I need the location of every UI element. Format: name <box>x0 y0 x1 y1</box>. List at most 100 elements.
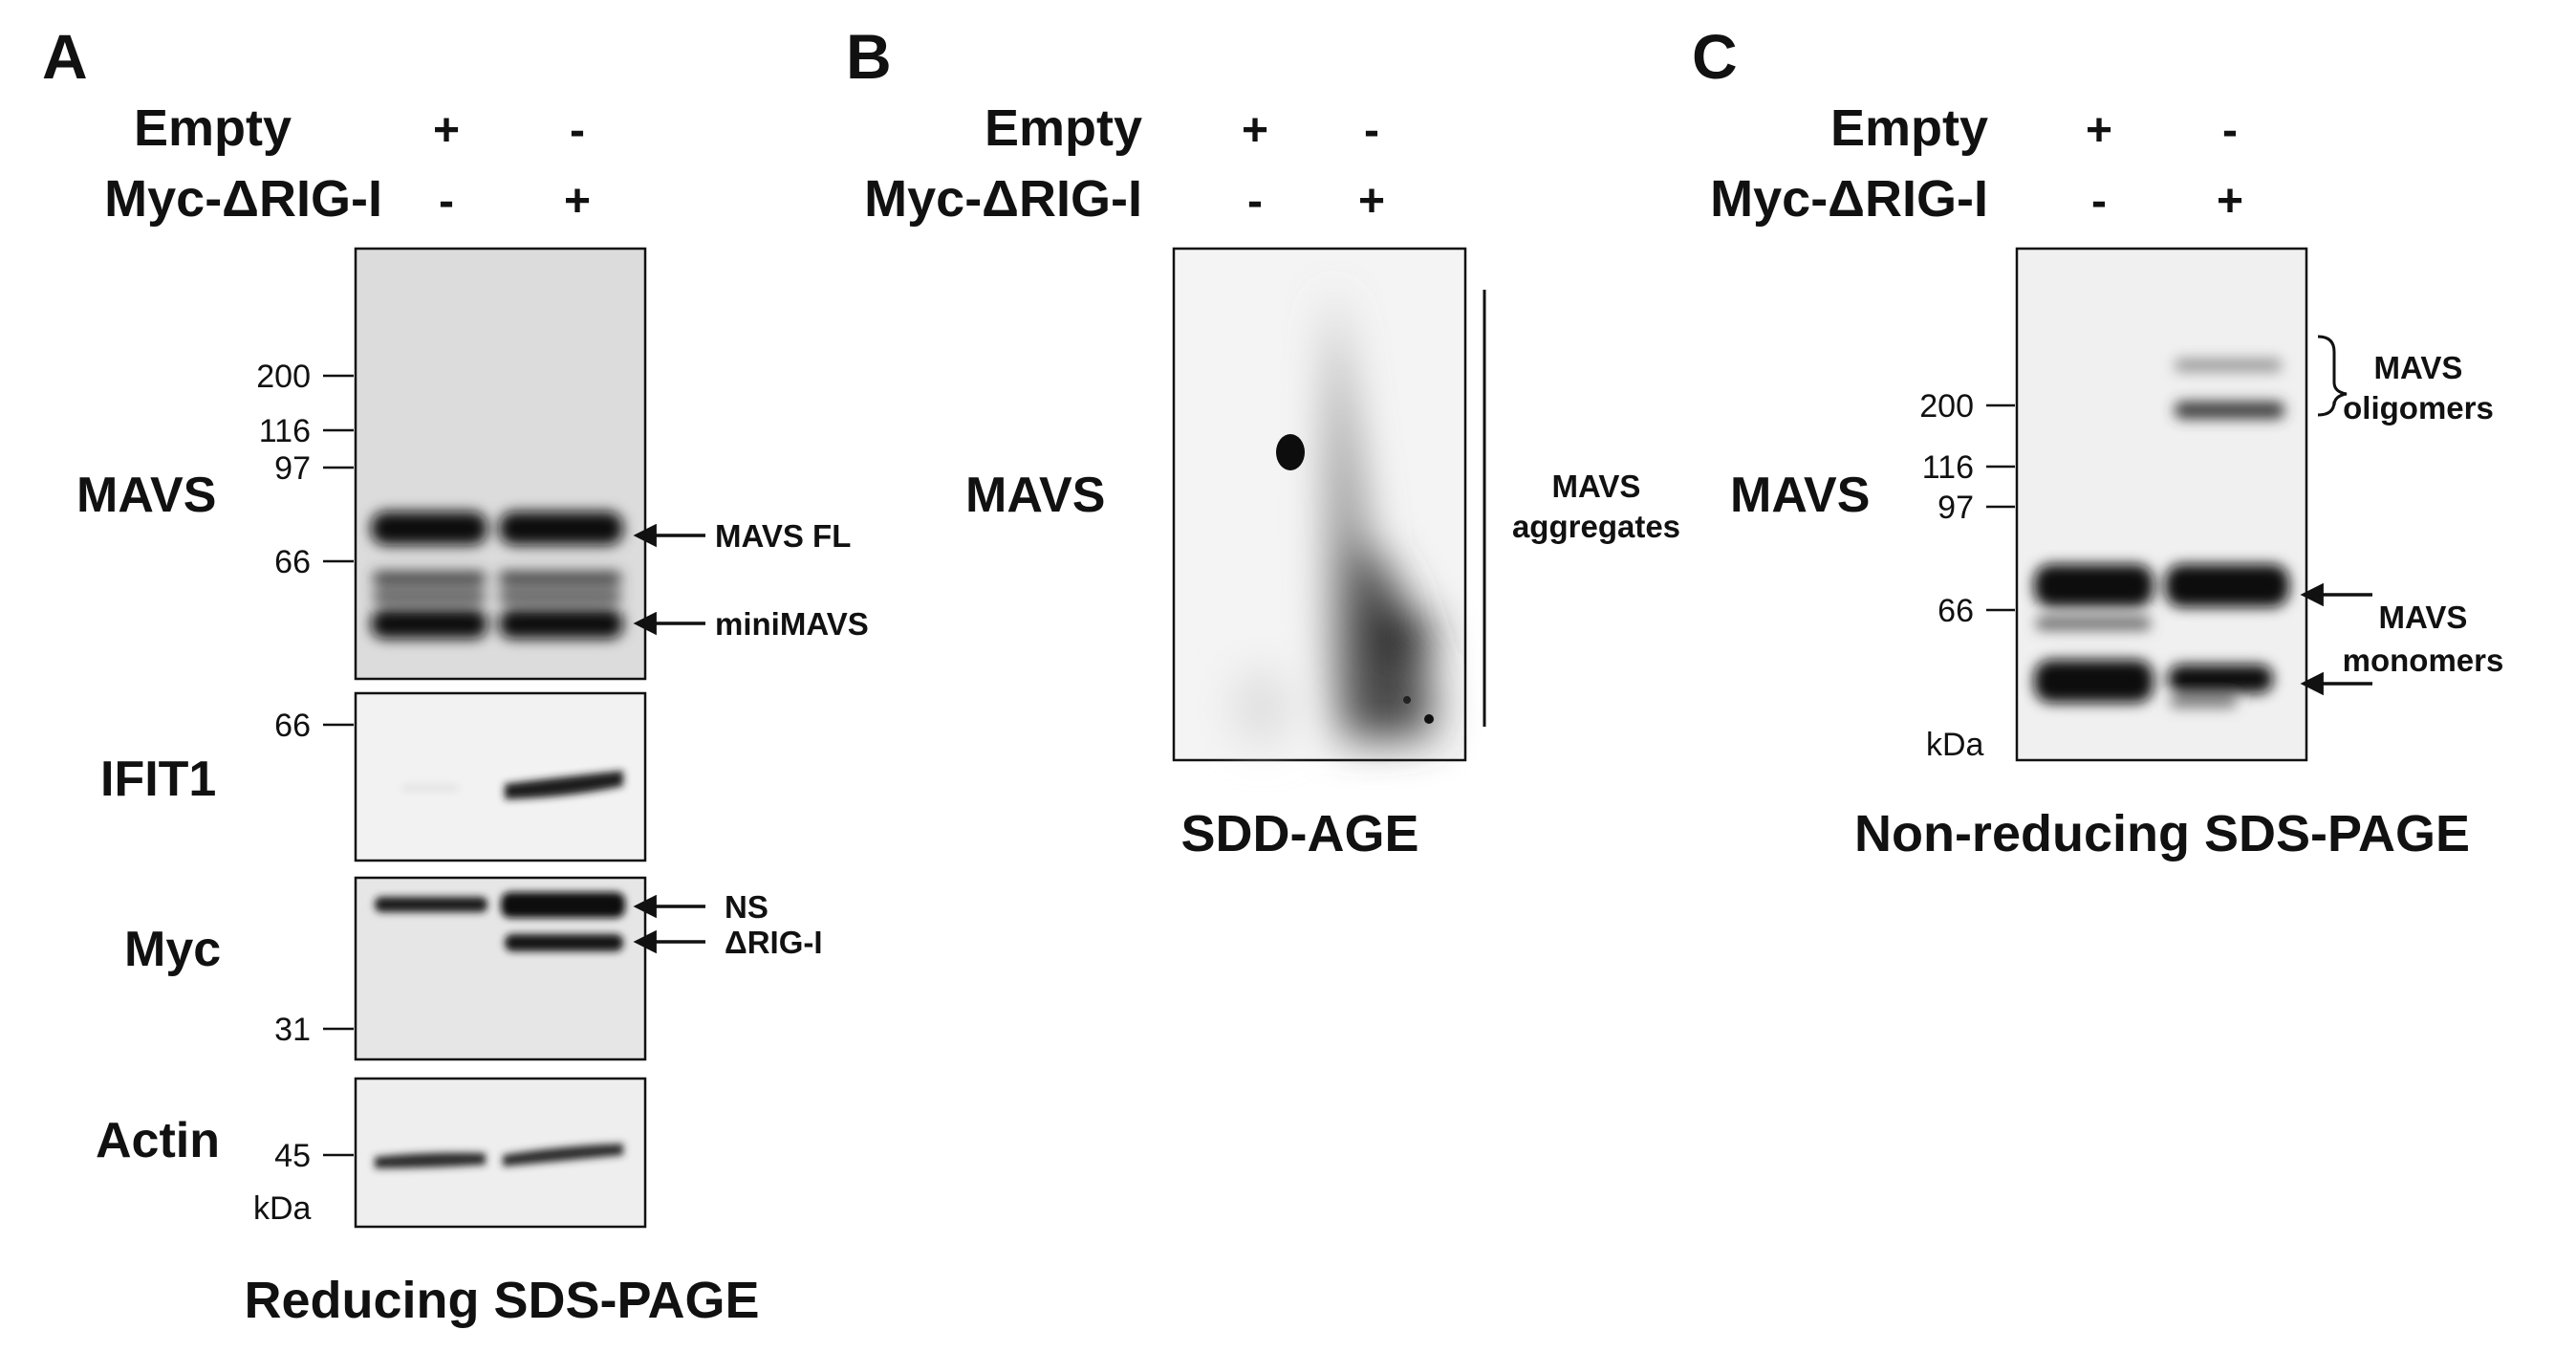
blot-c-mavs: MAVS 200 116 97 66 kDa MAVS oligomers MA… <box>1730 247 2504 763</box>
band <box>2175 402 2284 419</box>
marker-label: 31 <box>274 1012 311 1048</box>
panel-a-caption: Reducing SDS-PAGE <box>244 1272 759 1329</box>
unit-kda: kDa <box>253 1190 312 1227</box>
band <box>2034 564 2154 607</box>
marker-label: 66 <box>1937 593 1974 629</box>
blot-a-ifit1-bands <box>401 771 623 799</box>
smear <box>1367 615 1434 657</box>
blot-a-actin-bands <box>375 1144 623 1168</box>
annotation-minimavs: miniMAVS <box>715 606 869 642</box>
annotation-mavs-monomers-1: MAVS <box>2379 600 2468 635</box>
band <box>371 609 487 639</box>
smear <box>1233 669 1290 746</box>
blot-a-ifit1: IFIT1 66 <box>100 691 647 862</box>
band <box>371 512 487 545</box>
band <box>2165 564 2289 607</box>
panel-c-letter: C <box>1692 21 1738 92</box>
band <box>2175 359 2282 372</box>
band <box>375 897 487 912</box>
band <box>499 591 621 602</box>
marker-label: 45 <box>274 1138 311 1174</box>
blot-a-mavs: MAVS 200 116 97 66 MAVS FL miniMAVS <box>76 247 869 681</box>
brace-guide <box>2318 337 2346 410</box>
band <box>503 1144 623 1167</box>
blot-a-mavs-bands <box>371 512 623 639</box>
panel-b-lane1-myc: - <box>1247 176 1263 227</box>
panel-a-lane2-empty: - <box>570 105 585 156</box>
band <box>499 572 621 585</box>
panel-b: B Empty Myc-ΔRIG-I + - - + MAVS MAVS agg… <box>846 21 1680 862</box>
panel-a-lane2-myc: + <box>564 176 591 227</box>
unit-kda: kDa <box>1926 727 1984 763</box>
marker-label: 116 <box>259 413 311 449</box>
dot <box>1403 696 1411 704</box>
blot-a-actin-label: Actin <box>96 1113 220 1168</box>
band <box>2036 617 2151 630</box>
panel-a-lane1-myc: - <box>439 176 454 227</box>
marker-label: 200 <box>1919 388 1974 425</box>
panel-b-row-empty: Empty <box>985 99 1142 157</box>
marker-label: 66 <box>274 708 311 744</box>
blot-b-smear <box>1233 287 1434 746</box>
annotation-mavs-oligomers-1: MAVS <box>2374 350 2463 385</box>
annotation-mavs-fl: MAVS FL <box>715 518 851 554</box>
annotation-mavs-aggregates-1: MAVS <box>1552 469 1641 504</box>
blot-b-label: MAVS <box>965 468 1105 523</box>
annotation-mavs-oligomers-2: oligomers <box>2343 390 2494 425</box>
blot-a-myc-label: Myc <box>124 922 221 977</box>
annotation-mavs-monomers-2: monomers <box>2343 643 2504 678</box>
marker-label: 97 <box>1937 490 1974 526</box>
panel-c-row-myc: Myc-ΔRIG-I <box>1710 170 1988 228</box>
blot-a-ifit1-label: IFIT1 <box>100 752 216 807</box>
band <box>375 1152 486 1168</box>
annotation-ns: NS <box>725 889 768 925</box>
marker-label: 66 <box>274 544 311 580</box>
panel-b-row-myc: Myc-ΔRIG-I <box>864 170 1142 228</box>
marker-label: 97 <box>274 450 311 487</box>
band <box>505 771 623 799</box>
blot-c-label: MAVS <box>1730 468 1870 523</box>
band <box>2034 660 2154 703</box>
dot <box>1424 714 1434 724</box>
panel-b-letter: B <box>846 21 892 92</box>
marker-label: 116 <box>1922 449 1974 486</box>
panel-a: A Empty Myc-ΔRIG-I + - - + MAVS 200 116 <box>42 21 869 1329</box>
band <box>505 934 623 951</box>
band <box>2170 696 2237 708</box>
blot-a-actin: Actin 45 kDa <box>96 1077 647 1229</box>
band <box>373 591 486 602</box>
panel-b-lane2-empty: - <box>1364 105 1379 156</box>
blot-a-myc: Myc 31 NS ΔRIG-I <box>124 876 823 1061</box>
band <box>2168 665 2273 693</box>
brace-icon <box>2317 335 2348 417</box>
panel-c-row-empty: Empty <box>1830 99 1988 157</box>
panel-c-lane2-empty: - <box>2222 105 2238 156</box>
panel-a-row-myc: Myc-ΔRIG-I <box>104 170 382 228</box>
panel-a-letter: A <box>42 21 88 92</box>
panel-a-row-empty: Empty <box>134 99 292 157</box>
band <box>499 609 623 639</box>
blot-a-mavs-label: MAVS <box>76 468 216 523</box>
band <box>401 784 459 792</box>
panel-c-lane2-myc: + <box>2217 176 2243 227</box>
panel-b-lane1-empty: + <box>1242 105 1268 156</box>
dot <box>1276 434 1305 470</box>
panel-c-lane1-empty: + <box>2086 105 2112 156</box>
panel-a-lane1-empty: + <box>433 105 460 156</box>
annotation-delta-rig-i: ΔRIG-I <box>725 925 823 960</box>
panel-c-caption: Non-reducing SDS-PAGE <box>1854 805 2470 862</box>
band <box>373 572 486 585</box>
blot-c-bands <box>2034 359 2289 708</box>
band <box>501 892 625 918</box>
blot-a-myc-bands <box>375 892 625 951</box>
blot-a-mavs-membrane <box>354 247 647 681</box>
blot-b-mavs: MAVS MAVS aggregates <box>965 247 1680 762</box>
marker-label: 200 <box>256 359 311 395</box>
panel-b-caption: SDD-AGE <box>1180 805 1418 862</box>
band <box>499 512 623 545</box>
panel-b-lane2-myc: + <box>1358 176 1385 227</box>
panel-c-lane1-myc: - <box>2091 176 2107 227</box>
panel-c: C Empty Myc-ΔRIG-I + - - + MAVS 200 116 <box>1692 21 2503 862</box>
annotation-mavs-aggregates-2: aggregates <box>1512 509 1680 544</box>
